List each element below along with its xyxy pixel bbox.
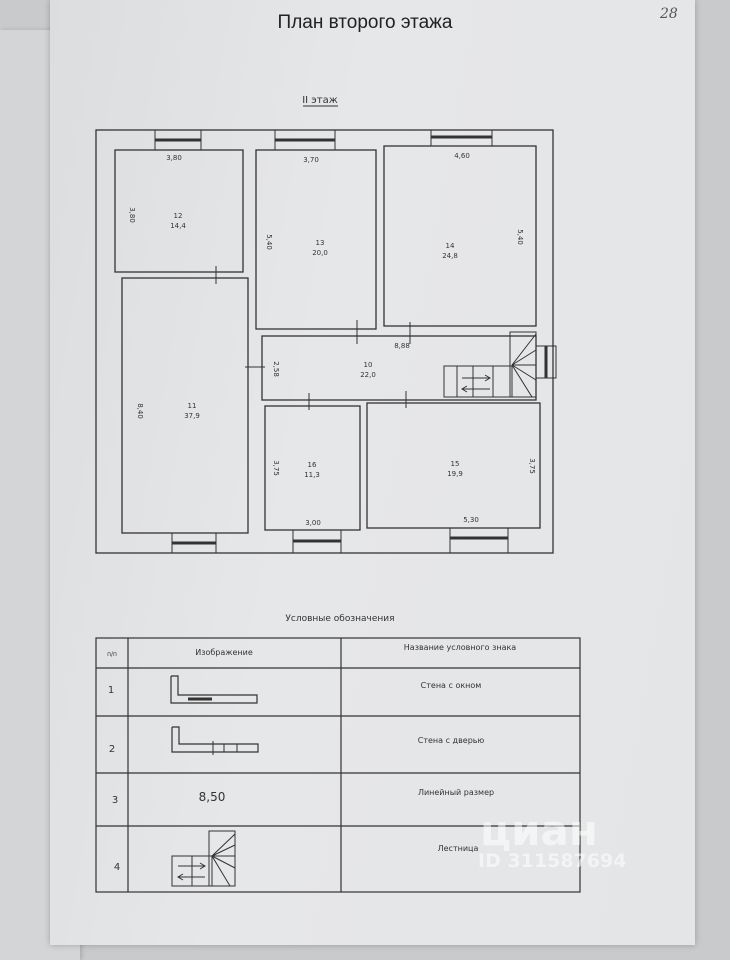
svg-text:5,30: 5,30 <box>463 516 479 524</box>
stair-icon <box>443 331 537 398</box>
legend-table <box>95 637 581 893</box>
svg-text:4: 4 <box>114 862 120 873</box>
svg-text:8,50: 8,50 <box>199 790 226 804</box>
watermark-id: ID 311587694 <box>478 850 627 872</box>
svg-text:16: 16 <box>308 461 317 469</box>
legend-header-image: Изображение <box>195 648 253 657</box>
svg-text:5,40: 5,40 <box>516 229 524 245</box>
svg-text:Лестница: Лестница <box>438 844 479 853</box>
svg-text:3,75: 3,75 <box>528 458 536 474</box>
svg-text:8,40: 8,40 <box>136 403 144 419</box>
svg-text:11,3: 11,3 <box>304 471 320 479</box>
staircase-icon <box>171 830 236 887</box>
svg-text:24,8: 24,8 <box>442 252 458 260</box>
svg-text:2: 2 <box>109 744 115 755</box>
room-labels: 3,80 3,80 12 14,4 8,40 11 37,9 3,70 5,40… <box>128 152 536 527</box>
svg-text:12: 12 <box>174 212 183 220</box>
svg-text:3,70: 3,70 <box>303 156 319 164</box>
svg-text:13: 13 <box>316 239 325 247</box>
svg-text:Стена с дверью: Стена с дверью <box>418 736 485 745</box>
svg-text:20,0: 20,0 <box>312 249 328 257</box>
room-14 <box>383 145 537 327</box>
svg-text:1: 1 <box>108 685 114 696</box>
legend-header-name: Название условного знака <box>404 643 517 652</box>
svg-text:3,75: 3,75 <box>272 460 280 476</box>
outer-wall <box>95 129 554 554</box>
legend-title: Условные обозначения <box>285 614 394 624</box>
doors <box>215 266 411 410</box>
svg-text:Стена с окном: Стена с окном <box>421 681 482 690</box>
svg-text:11: 11 <box>188 402 197 410</box>
watermark-brand: циан <box>480 806 598 855</box>
svg-text:3,80: 3,80 <box>166 154 182 162</box>
svg-text:Линейный размер: Линейный размер <box>418 788 494 797</box>
floor-label: II этаж <box>302 95 338 106</box>
svg-text:3,00: 3,00 <box>305 519 321 527</box>
paper-sheet <box>50 0 695 945</box>
svg-text:14: 14 <box>446 242 455 250</box>
svg-text:37,9: 37,9 <box>184 412 200 420</box>
svg-text:3,80: 3,80 <box>128 207 136 223</box>
page-title: План второго этажа <box>277 12 453 33</box>
svg-text:15: 15 <box>451 460 460 468</box>
svg-text:19,9: 19,9 <box>447 470 463 478</box>
page-number: 28 <box>660 6 678 22</box>
svg-text:4,60: 4,60 <box>454 152 470 160</box>
wall-with-door-icon <box>171 726 259 753</box>
svg-text:5,40: 5,40 <box>265 234 273 250</box>
svg-text:10: 10 <box>364 361 373 369</box>
wall-with-window-icon <box>170 675 258 704</box>
svg-text:8,88: 8,88 <box>394 342 410 350</box>
svg-text:3: 3 <box>112 795 118 806</box>
svg-text:22,0: 22,0 <box>360 371 376 379</box>
legend-header-number: п/п <box>107 651 117 658</box>
svg-text:2,58: 2,58 <box>272 361 280 377</box>
windows <box>154 129 557 554</box>
svg-text:14,4: 14,4 <box>170 222 186 230</box>
